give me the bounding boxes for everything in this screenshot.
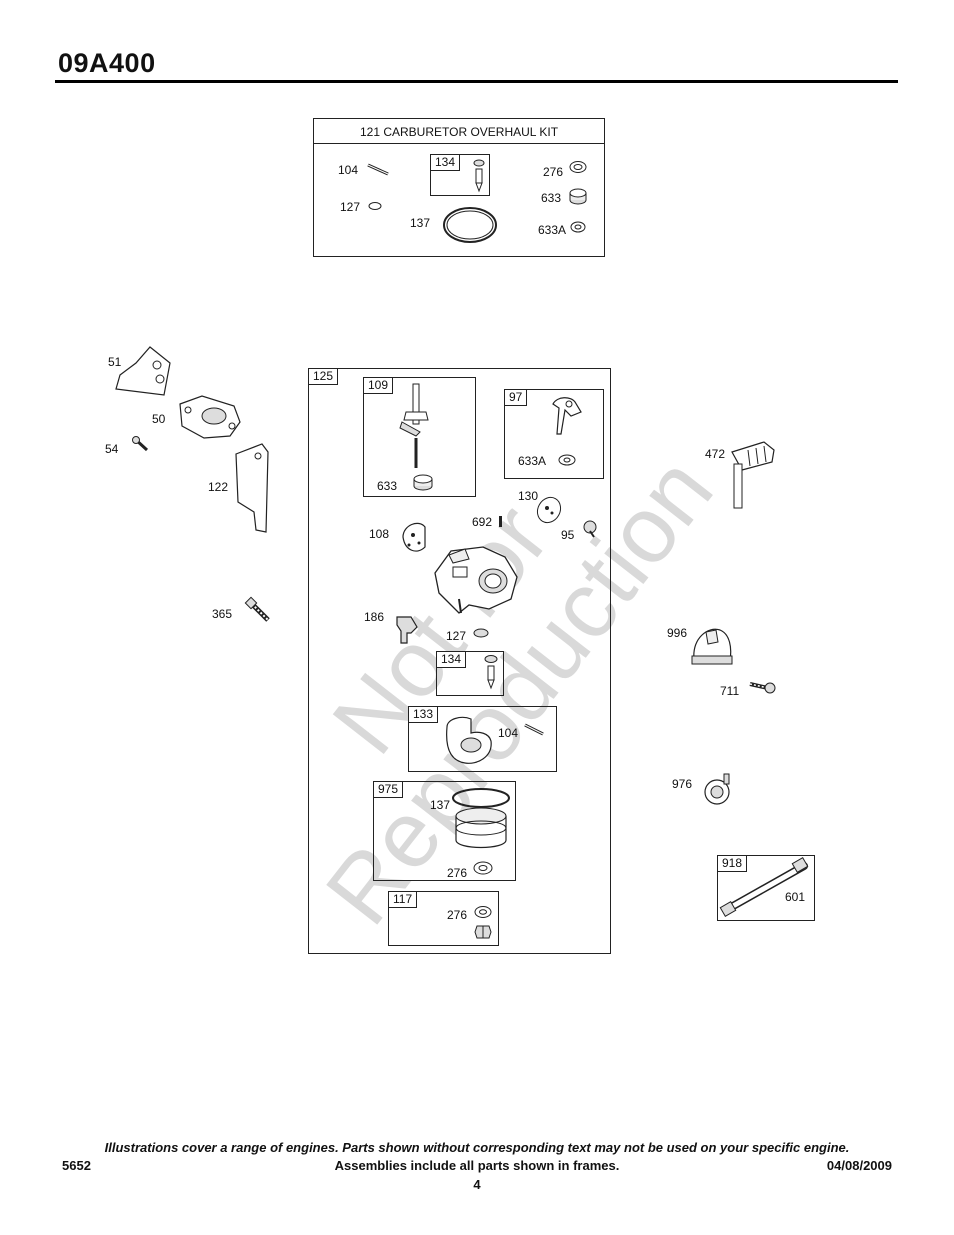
frame-97-seal-icon <box>558 454 576 466</box>
welch-plug-icon <box>473 628 489 638</box>
frame-109-seal-icon <box>413 474 433 491</box>
label-51: 51 <box>108 355 122 369</box>
frame-133-tag: 133 <box>408 706 439 723</box>
label-976: 976 <box>672 777 693 791</box>
frame-117: 117 276 <box>388 891 499 946</box>
needle-valve-carb-icon <box>484 655 498 690</box>
screw-711-icon <box>749 682 776 694</box>
float-icon <box>446 716 492 764</box>
overhaul-kit-divider <box>314 143 604 144</box>
kit-label-137: 137 <box>410 216 431 230</box>
pin-icon <box>367 163 389 176</box>
label-108: 108 <box>369 527 390 541</box>
screw-icon <box>132 436 149 452</box>
footer-doc-number: 5652 <box>62 1158 91 1173</box>
frame-133: 133 104 <box>408 706 557 772</box>
overhaul-kit-title: 121 CARBURETOR OVERHAUL KIT <box>359 125 559 139</box>
frame-117-label-276: 276 <box>447 908 468 922</box>
label-130: 130 <box>518 489 539 503</box>
bracket-plate-icon <box>235 443 269 533</box>
float-pin-icon <box>524 723 544 736</box>
bowl-gasket-icon <box>452 788 510 849</box>
label-50: 50 <box>152 412 166 426</box>
kit-label-104: 104 <box>338 163 359 177</box>
label-472: 472 <box>705 447 726 461</box>
kit-frame-134-tag: 134 <box>430 154 461 171</box>
frame-918-tag: 918 <box>717 855 748 872</box>
carburetor-body-icon <box>434 546 518 614</box>
screw-small-icon <box>583 520 597 538</box>
throttle-plate-icon <box>402 522 426 552</box>
seal-small-icon <box>570 221 586 233</box>
cover-icon <box>691 628 733 665</box>
kit-frame-134: 134 <box>430 154 490 196</box>
fuel-line-icon <box>719 856 809 918</box>
bowl-nut-icon <box>474 925 492 939</box>
throttle-shaft-icon <box>399 383 429 468</box>
knob-icon <box>704 773 730 805</box>
page-number: 4 <box>473 1177 481 1192</box>
frame-97-tag: 97 <box>504 389 528 406</box>
frame-117-tag: 117 <box>388 891 418 908</box>
frame-117-washer-icon <box>474 906 492 918</box>
footer-disclaimer: Illustrations cover a range of engines. … <box>104 1140 850 1155</box>
label-95: 95 <box>561 528 575 542</box>
pin-small-icon <box>499 516 502 527</box>
frame-975-label-137: 137 <box>430 798 451 812</box>
kit-label-633a: 633A <box>538 223 567 237</box>
frame-975: 975 137 276 <box>373 781 516 881</box>
plug-icon <box>368 202 382 210</box>
frame-918-label-601: 601 <box>785 890 806 904</box>
overhaul-kit-frame: 121 CARBURETOR OVERHAUL KIT 104 127 134 … <box>313 118 605 257</box>
carburetor-frame-125: 125 109 633 97 633A 130 692 95 108 186 <box>308 368 611 954</box>
footer-assemblies-note: Assemblies include all parts shown in fr… <box>334 1158 620 1173</box>
label-122: 122 <box>208 480 229 494</box>
frame-109: 109 633 <box>363 377 476 497</box>
frame-109-tag: 109 <box>363 377 394 394</box>
frame-97-label-633a: 633A <box>518 454 547 468</box>
label-127-carb: 127 <box>446 629 467 643</box>
frame-975-label-276: 276 <box>447 866 468 880</box>
gasket-plate-icon <box>115 346 171 396</box>
frame-134: 134 <box>436 651 504 696</box>
intake-adapter-icon <box>179 395 241 439</box>
gasket-ring-icon <box>443 207 497 243</box>
label-996: 996 <box>667 626 688 640</box>
frame-134-tag: 134 <box>436 651 467 668</box>
needle-valve-icon <box>473 159 485 193</box>
bolt-icon <box>244 596 270 622</box>
seal-icon <box>569 188 587 205</box>
frame-109-label-633: 633 <box>377 479 398 493</box>
page-title: 09A400 <box>58 48 156 78</box>
kit-label-276: 276 <box>543 165 564 179</box>
label-711: 711 <box>720 684 740 698</box>
label-365: 365 <box>212 607 233 621</box>
label-692: 692 <box>472 515 493 529</box>
choke-shaft-icon <box>731 441 775 509</box>
washer-icon <box>569 161 587 173</box>
diaphragm-icon <box>536 496 562 524</box>
label-186: 186 <box>364 610 385 624</box>
kit-label-127: 127 <box>340 200 361 214</box>
choke-lever-icon <box>552 397 582 435</box>
frame-97: 97 633A <box>504 389 604 479</box>
footer-date: 04/08/2009 <box>826 1158 892 1173</box>
kit-label-633: 633 <box>541 191 562 205</box>
header-rule <box>55 80 898 83</box>
label-54: 54 <box>105 442 119 456</box>
fuel-fitting-icon <box>396 616 418 644</box>
frame-975-tag: 975 <box>373 781 404 798</box>
frame-918: 918 601 <box>717 855 815 921</box>
frame-125-tag: 125 <box>308 368 339 385</box>
frame-975-washer-icon <box>473 861 493 875</box>
frame-133-label-104: 104 <box>498 726 519 740</box>
